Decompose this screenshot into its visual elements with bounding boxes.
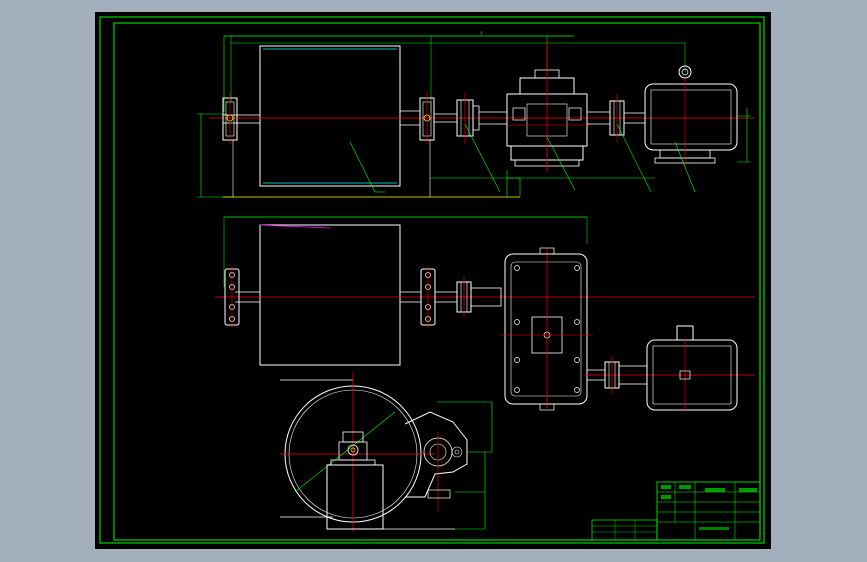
drum-plan <box>259 224 401 366</box>
coupling-1 <box>456 92 480 144</box>
left-bearing <box>222 92 238 197</box>
outer-frame <box>99 16 765 544</box>
reducer-plan <box>500 247 593 411</box>
front-elevation-view: ⓘ <box>197 30 755 198</box>
motor-front <box>644 65 751 167</box>
right-bearing <box>419 92 435 197</box>
dim-label-top: ⓘ <box>480 30 483 35</box>
drawing-canvas[interactable]: ⓘ <box>95 12 771 549</box>
plan-coupling-2 <box>604 356 620 394</box>
side-view <box>280 372 493 532</box>
bearing-block-left <box>224 266 240 328</box>
inner-frame <box>113 22 761 541</box>
bearing-block-right <box>420 266 436 328</box>
plan-view <box>215 216 755 412</box>
cad-drawing: ⓘ <box>99 16 765 544</box>
motor-plan <box>646 325 738 412</box>
drum-front <box>259 45 401 187</box>
gear-housing-side <box>404 411 468 512</box>
reducer-front <box>505 40 589 172</box>
title-block <box>591 481 761 541</box>
